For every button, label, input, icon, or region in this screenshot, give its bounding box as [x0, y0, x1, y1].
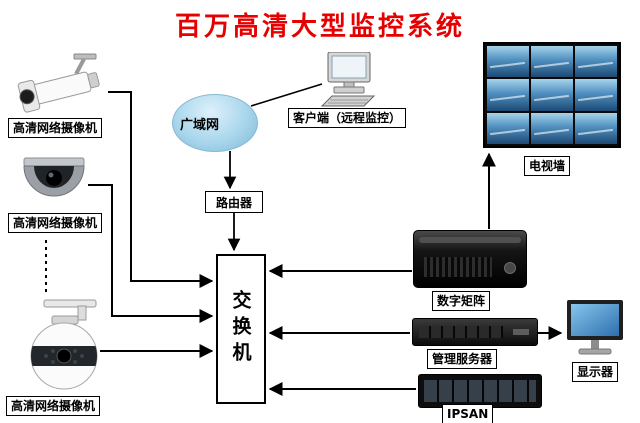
mgmt-server-label: 管理服务器: [427, 349, 498, 370]
monitor-label: 显示器: [572, 362, 619, 383]
client-computer-icon: [318, 51, 382, 110]
tv-wall-icon: [483, 42, 621, 148]
diagram-title: 百万高清大型监控系统: [174, 12, 465, 42]
camera3-label: 高清网络摄像机: [6, 396, 101, 417]
matrix-label: 数字矩阵: [432, 291, 491, 312]
digital-matrix-icon: [413, 230, 527, 288]
client-label: 客户端（远程监控）: [288, 108, 407, 129]
ipsan-label: IPSAN: [442, 404, 494, 423]
monitor-icon: [565, 298, 625, 360]
dome-camera-icon: [18, 152, 90, 210]
management-server-icon: [412, 318, 538, 346]
ptz-camera-icon: [20, 298, 112, 394]
wan-cloud: 广域网: [172, 94, 258, 152]
tv-wall-label: 电视墙: [524, 156, 571, 177]
ipsan-icon: [418, 374, 542, 408]
bullet-camera-icon: [12, 52, 112, 116]
camera2-label: 高清网络摄像机: [8, 213, 103, 234]
switch-node: 交换机: [216, 254, 266, 404]
camera1-label: 高清网络摄像机: [8, 118, 103, 139]
router-node: 路由器: [205, 191, 263, 213]
wan-label: 广域网: [180, 118, 220, 133]
router-label: 路由器: [215, 195, 252, 210]
switch-label: 交换机: [229, 290, 252, 368]
